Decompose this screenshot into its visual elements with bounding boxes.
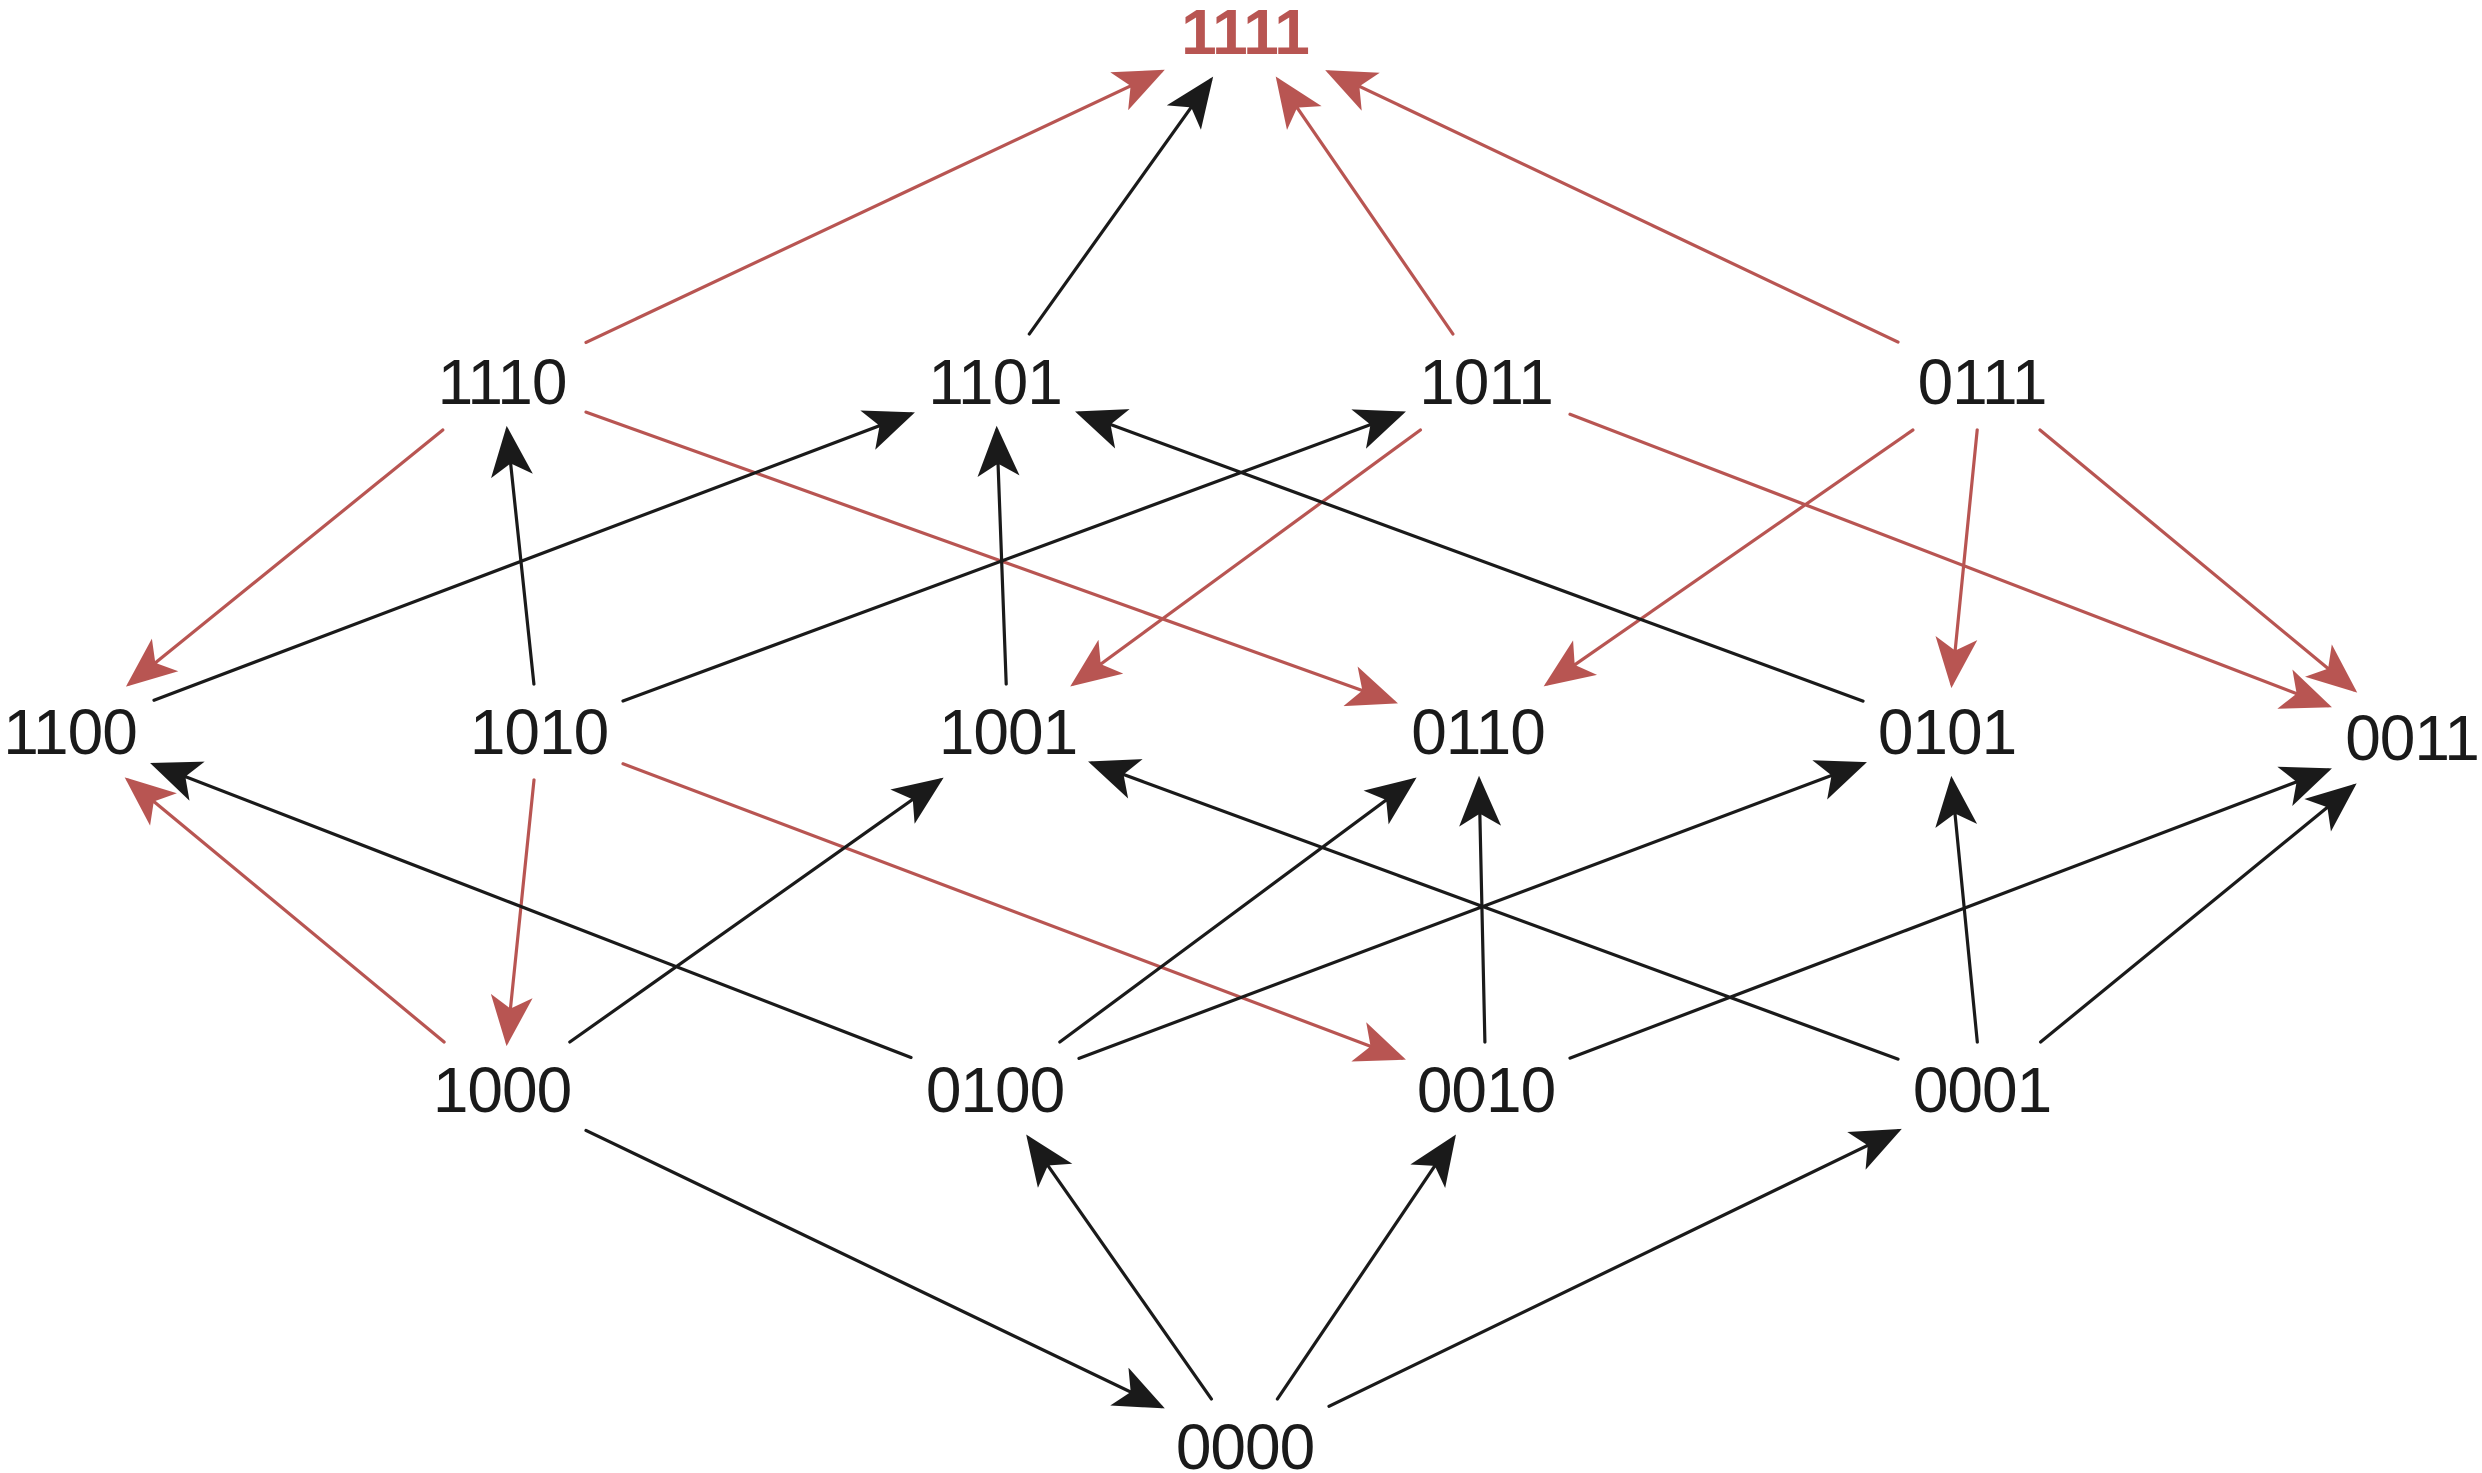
edge-1110-to-1100 bbox=[125, 428, 445, 687]
edge-1010-to-1110 bbox=[491, 425, 536, 686]
edge-1101-to-1111 bbox=[1027, 76, 1214, 336]
node-1011: 1011 bbox=[1419, 346, 1553, 418]
edge-1011-to-1111 bbox=[1275, 76, 1455, 336]
edge-1000-to-0000 bbox=[584, 1128, 1165, 1409]
edge-1001-to-1101 bbox=[977, 425, 1020, 686]
edge-0111-to-0101 bbox=[1935, 428, 1979, 689]
edge-0000-to-0001 bbox=[1327, 1128, 1902, 1408]
labels-layer: 1111 1110 1101 1011 0111 1100 1010 1001 0110 0101… bbox=[3, 0, 2480, 1473]
node-0001: 0001 bbox=[1913, 1054, 2051, 1126]
edge-0111-to-0110 bbox=[1543, 428, 1915, 687]
node-0000: 0000 bbox=[1176, 1411, 1314, 1473]
edge-1110-to-0110 bbox=[584, 410, 1398, 707]
edge-1010-to-1000 bbox=[490, 778, 536, 1047]
node-1111: 1111 bbox=[1181, 0, 1309, 68]
edge-0001-to-0101 bbox=[1935, 775, 1979, 1044]
edge-0111-to-1111 bbox=[1325, 70, 1900, 344]
node-1100: 1100 bbox=[3, 696, 137, 768]
node-1110: 1110 bbox=[438, 346, 567, 418]
edge-1000-to-1001 bbox=[568, 777, 944, 1044]
node-0111: 0111 bbox=[1918, 346, 2047, 418]
edges-layer bbox=[124, 69, 2358, 1409]
edge-1011-to-0011 bbox=[1568, 412, 2332, 709]
edge-0001-to-0011 bbox=[2038, 783, 2357, 1044]
edge-0000-to-0010 bbox=[1275, 1134, 1456, 1401]
edge-0100-to-0110 bbox=[1058, 777, 1417, 1044]
edge-1100-to-1101 bbox=[152, 410, 915, 702]
edge-0010-to-0110 bbox=[1459, 775, 1502, 1044]
node-0110: 0110 bbox=[1411, 696, 1545, 768]
edge-0010-to-0011 bbox=[1568, 766, 2332, 1060]
edge-0100-to-1100 bbox=[150, 761, 913, 1060]
edge-1000-to-1100 bbox=[124, 777, 446, 1044]
node-0010: 0010 bbox=[1417, 1054, 1555, 1126]
node-1001: 1001 bbox=[939, 696, 1077, 768]
edge-0000-to-0100 bbox=[1026, 1134, 1214, 1401]
node-1101: 1101 bbox=[928, 346, 1062, 418]
node-1010: 1010 bbox=[470, 696, 608, 768]
edge-0001-to-1001 bbox=[1088, 759, 1900, 1061]
edge-1110-to-1111 bbox=[584, 69, 1165, 344]
edge-1010-to-0010 bbox=[621, 762, 1406, 1062]
edge-1011-to-1001 bbox=[1070, 428, 1423, 687]
edge-0111-to-0011 bbox=[2038, 428, 2358, 693]
edge-0100-to-0101 bbox=[1077, 760, 1867, 1061]
edge-0101-to-1101 bbox=[1075, 409, 1865, 703]
node-0011: 0011 bbox=[2345, 702, 2479, 774]
node-1000: 1000 bbox=[433, 1054, 571, 1126]
edge-1010-to-1011 bbox=[621, 409, 1406, 703]
node-0100: 0100 bbox=[926, 1054, 1064, 1126]
node-0101: 0101 bbox=[1878, 696, 2016, 768]
